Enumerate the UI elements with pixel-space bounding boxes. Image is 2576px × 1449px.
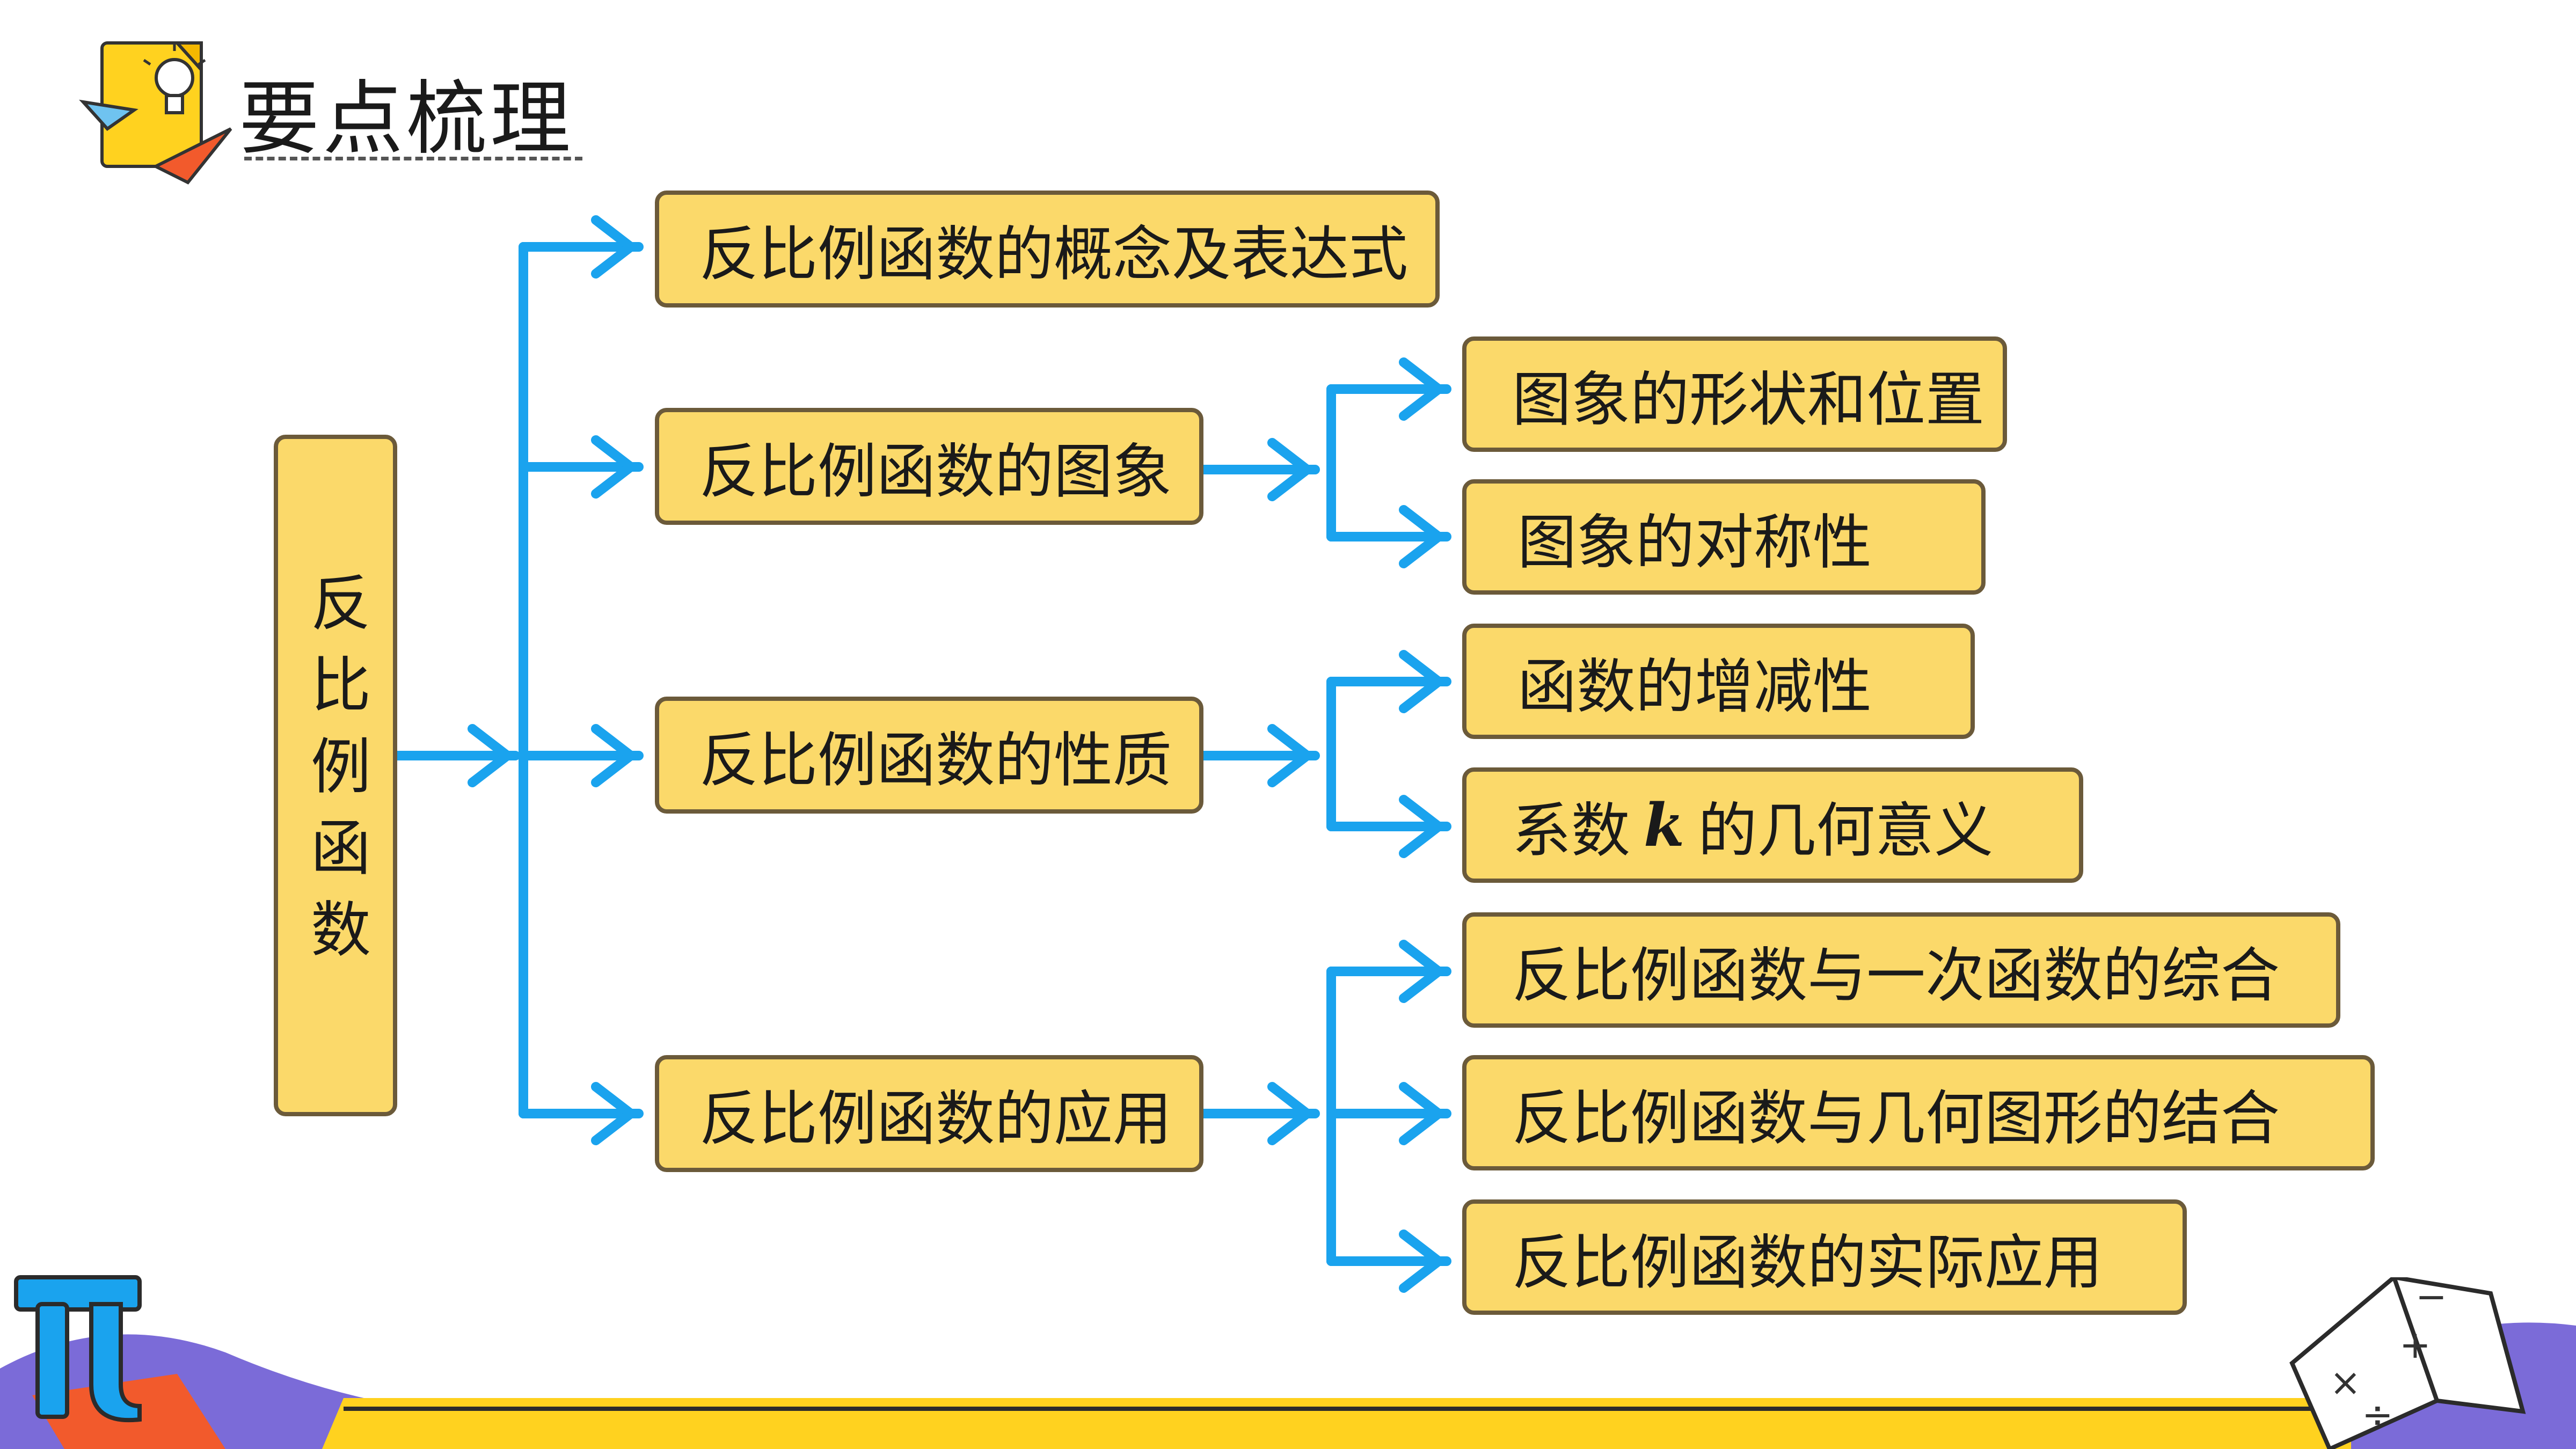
svg-text:×: × [2330,1360,2361,1404]
svg-text:+: + [2399,1323,2431,1367]
svg-text:÷: ÷ [2362,1393,2393,1437]
root-node: 反比例函数 [274,435,397,1116]
footer-decoration: × + ÷ − [0,1277,2576,1449]
page-title: 要点梳理 [239,72,574,166]
node-geometry-combination: 反比例函数与几何图形的结合 [1462,1055,2375,1170]
node-k-label-after: 的几何意义 [1698,796,1994,865]
open-book-icon: × + ÷ − [2289,1277,2526,1449]
node-monotonicity: 函数的增减性 [1462,624,1975,739]
node-image-symmetry-label: 图象的对称性 [1517,508,1872,577]
root-node-label: 反比例函数 [301,572,370,979]
node-practical-application: 反比例函数的实际应用 [1462,1199,2187,1315]
pi-icon [14,1275,142,1423]
node-property: 反比例函数的性质 [655,697,1203,814]
node-image-shape-position: 图象的形状和位置 [1462,336,2007,452]
node-image-shape-position-label: 图象的形状和位置 [1512,365,1984,434]
node-monotonicity-label: 函数的增减性 [1517,652,1872,721]
node-property-label: 反比例函数的性质 [699,726,1172,795]
node-linear-combination-label: 反比例函数与一次函数的综合 [1512,941,2280,1010]
node-application: 反比例函数的应用 [655,1055,1203,1172]
node-application-label: 反比例函数的应用 [699,1085,1172,1153]
node-k-label-before: 系数 [1512,796,1630,865]
node-k-label-var: k [1644,791,1685,860]
lightbulb-paper-plane-icon [79,41,232,185]
node-k-geometric-meaning: 系数 k 的几何意义 [1462,767,2083,883]
node-concept: 反比例函数的概念及表达式 [655,191,1440,308]
node-concept-label: 反比例函数的概念及表达式 [699,220,1408,289]
node-geometry-combination-label: 反比例函数与几何图形的结合 [1512,1084,2280,1153]
node-practical-application-label: 反比例函数的实际应用 [1512,1228,2103,1297]
node-image-symmetry: 图象的对称性 [1462,479,1986,595]
svg-text:−: − [2416,1277,2447,1319]
node-image-label: 反比例函数的图象 [699,437,1172,506]
title-underline [244,157,582,160]
node-image: 反比例函数的图象 [655,408,1203,525]
node-linear-combination: 反比例函数与一次函数的综合 [1462,912,2340,1028]
